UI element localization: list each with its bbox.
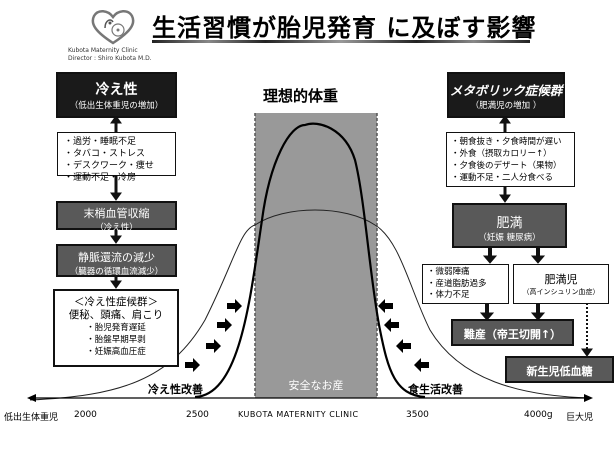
metabolic-header-title: メタボリック症候群 <box>449 83 563 98</box>
obesity-title: 肥満 <box>496 216 523 231</box>
arrow-up-icon <box>499 115 511 124</box>
arrow-down-icon <box>110 192 122 201</box>
arrow-down-icon <box>581 348 593 357</box>
tick-label: 2500 <box>186 410 209 420</box>
cold-sensitivity-header: 冷え性 （低出生体重児の増加） <box>56 72 177 118</box>
arrow-down-icon <box>530 255 546 264</box>
arrow-down-icon <box>110 235 122 244</box>
arrow-down-icon <box>110 280 122 289</box>
arrow-left-icon <box>384 318 399 332</box>
cold-syndrome-box: ＜冷え性症候群＞ 便秘、頭痛、肩こり ・胎児発育遅延 ・胎盤早期早剥 ・妊娠高血… <box>53 289 179 367</box>
axis-left-label: 低出生体重児 <box>4 413 59 423</box>
safe-zone-label: 安全なお産 <box>288 379 344 392</box>
cold-header-subtitle: （低出生体重児の増加） <box>69 101 164 111</box>
x-axis-left-arrow-icon <box>27 394 36 402</box>
labor-issue-item: ・微弱陣痛 <box>427 267 470 277</box>
obesity-box: 肥満 （妊娠 糖尿病） <box>452 203 567 248</box>
ideal-weight-title: 理想的体重 <box>263 87 339 105</box>
labor-issues-list: ・微弱陣痛 ・産道脂肪過多 ・体力不足 <box>422 264 509 304</box>
cause-item: ・朝食抜き・夕食時間が遅い <box>451 137 562 147</box>
cold-header-title: 冷え性 <box>95 82 138 98</box>
arrow-right-icon <box>185 358 200 372</box>
cause-item: ・外食（摂取カロリー↑） <box>451 149 552 159</box>
page-title: 生活習慣が胎児発育 に及ぼす影響 <box>152 14 537 42</box>
labor-issue-item: ・体力不足 <box>427 290 470 300</box>
arrow-down-icon <box>530 312 546 321</box>
syndrome-heading: ＜冷え性症候群＞ <box>74 296 158 308</box>
cause-item: ・タバコ・ストレス <box>64 149 146 159</box>
arrows-right <box>185 299 242 372</box>
arrow-up-icon <box>110 115 122 124</box>
syndrome-symptoms: 便秘、頭痛、肩こり <box>68 309 164 321</box>
cause-item: ・過労・睡眠不足 <box>64 137 137 147</box>
arrow-left-icon <box>414 358 429 372</box>
watermark: KUBOTA MATERNITY CLINIC <box>238 410 359 419</box>
clinic-info: Kubota Maternity Clinic Director : Shiro… <box>68 47 152 63</box>
obesity-subtitle: （妊娠 糖尿病） <box>478 233 541 243</box>
cause-item: ・運動不足・二人分食べる <box>451 173 554 183</box>
right-flow-connectors <box>479 115 593 357</box>
arrow-down-icon <box>479 312 495 321</box>
step-subtitle: （冷え性） <box>95 223 138 233</box>
obese-baby-subtitle: （高インシュリン血症） <box>522 288 600 296</box>
labor-issue-item: ・産道脂肪過多 <box>427 278 487 289</box>
syndrome-item: ・妊娠高血圧症 <box>86 347 146 357</box>
arrows-left <box>378 299 429 372</box>
syndrome-item: ・胎盤早期早剥 <box>86 335 146 345</box>
diet-improvement-label: 食生活改善 <box>408 383 463 396</box>
clinic-name: Kubota Maternity Clinic <box>68 47 138 54</box>
safe-zone-region <box>255 113 377 398</box>
arrow-right-icon <box>206 339 221 353</box>
title-underline <box>152 40 530 43</box>
vasoconstriction-box: 末梢血管収縮 （冷え性） <box>56 201 177 233</box>
cold-improvement-label: 冷え性改善 <box>148 383 203 396</box>
cause-item: ・夕食後のデザート（果物） <box>451 161 562 171</box>
cause-item: ・デスクワーク・痩せ <box>64 161 154 171</box>
x-axis-right-arrow-icon <box>584 394 593 402</box>
arrow-left-icon <box>378 299 393 313</box>
venous-return-box: 静脈還流の減少 （臓器の循環血流減少） <box>56 244 177 277</box>
arrow-down-icon <box>482 255 498 264</box>
axis-right-label: 巨大児 <box>566 413 594 423</box>
obese-baby-box: 肥満児 （高インシュリン血症） <box>513 264 609 304</box>
metabolic-causes-list: ・朝食抜き・夕食時間が遅い ・外食（摂取カロリー↑） ・夕食後のデザート（果物）… <box>446 132 575 187</box>
arrow-down-icon <box>499 194 511 203</box>
arrow-right-icon <box>227 299 242 313</box>
step-subtitle: （臓器の循環血流減少） <box>69 267 164 277</box>
clinic-logo-icon <box>91 10 135 45</box>
director-name: Director : Shiro Kubota M.D. <box>68 55 152 62</box>
step-title: 末梢血管収縮 <box>83 207 150 220</box>
left-flow-connectors <box>110 115 122 289</box>
neonatal-hypoglycemia-box: 新生児低血糖 <box>505 356 614 383</box>
tick-label: 3500 <box>406 410 429 420</box>
metabolic-header-subtitle: （肥満児の増加 ） <box>470 101 542 111</box>
arrow-left-icon <box>396 339 411 353</box>
cause-item: ・運動不足・冷房 <box>64 173 137 183</box>
narrow-distribution-curve <box>194 122 426 399</box>
cold-causes-list: ・過労・睡眠不足 ・タバコ・ストレス ・デスクワーク・痩せ ・運動不足・冷房 <box>57 132 176 183</box>
difficult-birth-box: 難産（帝王切開↑） <box>451 319 574 346</box>
tick-label: 4000g <box>524 410 553 420</box>
tick-label: 2000 <box>74 410 97 420</box>
metabolic-syndrome-header: メタボリック症候群 （肥満児の増加 ） <box>447 72 565 118</box>
step-title: 静脈還流の減少 <box>78 251 155 264</box>
arrow-right-icon <box>217 318 232 332</box>
obese-baby-title: 肥満児 <box>544 273 578 286</box>
syndrome-item: ・胎児発育遅延 <box>86 323 146 333</box>
